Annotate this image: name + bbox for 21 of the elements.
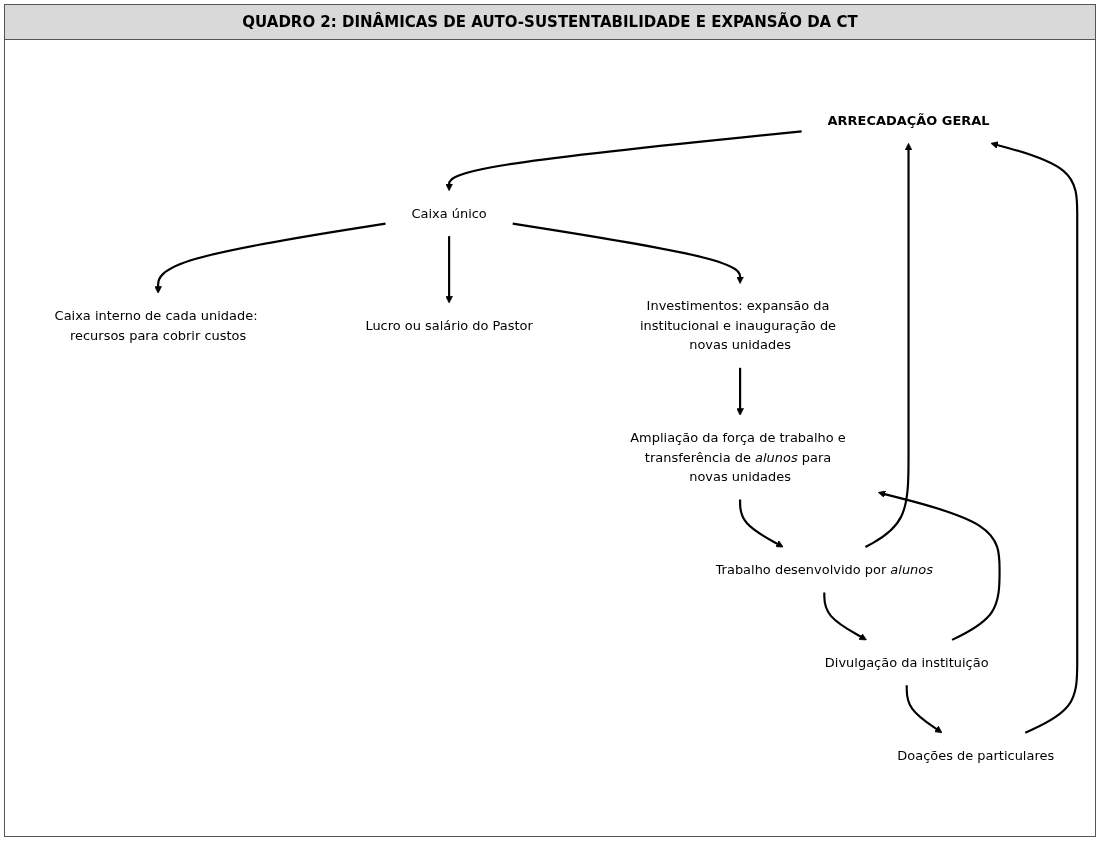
node-text: Lucro ou salário do Pastor (365, 317, 533, 334)
node-text: Doações de particulares (897, 747, 1055, 763)
arrow (154, 222, 386, 294)
arrow (512, 222, 744, 284)
arrow (864, 142, 913, 548)
node-text: Caixa único (411, 205, 487, 221)
arrow (445, 236, 453, 304)
node-text: Trabalho desenvolvido por alunos (715, 561, 934, 578)
arrow (736, 367, 744, 416)
arrow (739, 499, 784, 548)
node-text: Ampliação da força de trabalho e transferência de alunos para novas unidades (630, 430, 846, 485)
arrow (877, 490, 1001, 641)
diagram-title: QUADRO 2: DINÂMICAS DE AUTO-SUSTENTABILIDADE E EXPANSÃO DA CT (5, 5, 1095, 40)
node-text: Divulgação da instituição (824, 654, 989, 671)
arrow (823, 592, 867, 641)
arrow (990, 141, 1079, 734)
node-text: Investimentos: expansão da institucional e inauguração de novas unidades (639, 298, 837, 353)
node-text: Caixa interno de cada unidade: recursos para cobrir custos (54, 308, 258, 343)
arrow (445, 130, 802, 192)
arrow (905, 685, 943, 734)
node-text: ARRECADAÇÃO GERAL (827, 112, 990, 129)
